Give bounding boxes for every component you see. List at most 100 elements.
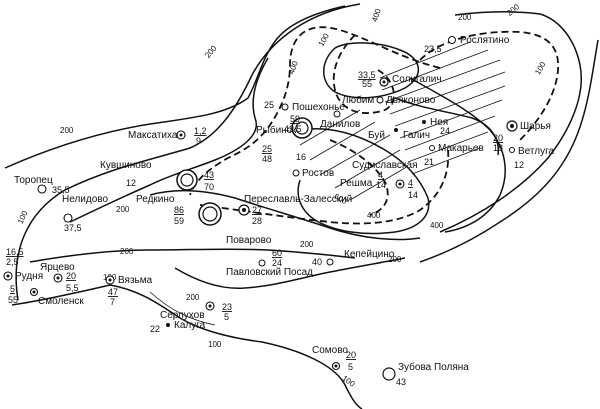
- svg-text:12: 12: [126, 178, 136, 188]
- contour-label: 100: [340, 374, 357, 389]
- isoline-200-east-dashed: [419, 30, 559, 141]
- place-lyubim[interactable]: Любим: [342, 94, 374, 106]
- svg-text:Кепейцино: Кепейцино: [344, 249, 395, 260]
- contour-label: 100: [16, 209, 30, 225]
- svg-text:86: 86: [174, 205, 184, 215]
- contour-label: 200: [203, 43, 219, 59]
- svg-text:Солигалич: Солигалич: [392, 74, 442, 85]
- svg-text:70: 70: [204, 182, 214, 192]
- hatched-band: [299, 41, 506, 201]
- svg-text:9: 9: [196, 136, 201, 146]
- svg-text:Галич: Галич: [403, 130, 430, 141]
- isoline-200-south: [29, 248, 356, 263]
- place-poshekhonye[interactable]: Пошехонье 25: [264, 100, 345, 113]
- svg-text:1,2: 1,2: [194, 126, 207, 136]
- svg-text:55: 55: [362, 79, 372, 89]
- contour-label: 400: [430, 221, 444, 230]
- contour-label: 100: [208, 340, 222, 349]
- svg-text:37,5: 37,5: [64, 223, 82, 233]
- svg-text:Макарьев: Макарьев: [438, 143, 484, 154]
- svg-text:12: 12: [514, 160, 524, 170]
- place-zubova-polyana[interactable]: Зубова Поляна 43: [382, 361, 469, 387]
- isoline-200-east: [439, 11, 582, 233]
- contour-label: 200: [300, 240, 314, 249]
- svg-text:18: 18: [493, 143, 503, 153]
- place-neya[interactable]: Нея 24: [422, 117, 450, 136]
- svg-text:59: 59: [290, 114, 300, 124]
- svg-text:Редкино: Редкино: [136, 194, 175, 205]
- svg-text:23: 23: [222, 302, 232, 312]
- svg-text:Решма: Решма: [340, 178, 373, 189]
- place-maksatikha[interactable]: Максатиха 1,2 9: [128, 126, 207, 146]
- svg-text:5,5: 5,5: [66, 283, 79, 293]
- svg-text:14: 14: [376, 180, 386, 190]
- svg-text:24: 24: [272, 258, 282, 268]
- svg-text:4: 4: [378, 170, 383, 180]
- svg-text:Пошехонье: Пошехонье: [292, 102, 345, 113]
- svg-text:Переславль-Залесский: Переславль-Залесский: [244, 194, 352, 205]
- isoline-200-moscow: [174, 257, 406, 289]
- place-pereslavl[interactable]: Переславль-Залесский 27 28: [238, 194, 352, 226]
- contour-label: 200: [505, 2, 521, 18]
- svg-text:24: 24: [440, 126, 450, 136]
- place-dyakonovo[interactable]: Дьяконово: [376, 95, 436, 106]
- place-kepeytsino[interactable]: Кепейцино 40: [312, 249, 395, 267]
- svg-text:Нея: Нея: [430, 117, 448, 128]
- place-toropets[interactable]: Торопец 35,5: [14, 175, 70, 195]
- contour-label: 400: [367, 211, 381, 220]
- svg-text:20: 20: [66, 271, 76, 281]
- place-galich[interactable]: Галич: [394, 128, 430, 141]
- svg-text:22: 22: [150, 324, 160, 334]
- isoline-600-loop: [323, 42, 420, 99]
- place-vyazma[interactable]: Вязьма 20 5,5: [66, 271, 153, 293]
- place-yartsevo[interactable]: Ярцево 16,5 2,5: [6, 247, 75, 283]
- place-rudnya[interactable]: Рудня: [3, 271, 43, 282]
- place-makaryev[interactable]: Макарьев: [429, 143, 484, 154]
- svg-text:16,5: 16,5: [6, 247, 24, 257]
- place-kaluga[interactable]: Калуга 47 7 22: [108, 287, 206, 334]
- place-nelidovo[interactable]: Нелидово 37,5: [62, 194, 108, 233]
- svg-text:Рыбинск: Рыбинск: [256, 124, 297, 136]
- svg-text:Максатиха: Максатиха: [128, 130, 178, 141]
- svg-text:43: 43: [396, 377, 406, 387]
- place-reshma[interactable]: Решма 4 14 4 14: [340, 170, 418, 200]
- place-smolensk[interactable]: Смоленск 5 55: [8, 284, 84, 307]
- svg-text:40: 40: [312, 257, 322, 267]
- svg-text:2,5: 2,5: [6, 257, 19, 267]
- svg-text:59: 59: [174, 216, 184, 226]
- place-kuvshinovo[interactable]: Кувшиново 12: [100, 160, 152, 188]
- place-sharya[interactable]: Шарья 20 18: [493, 120, 551, 153]
- place-redkino[interactable]: Редкино 43 70: [136, 169, 214, 205]
- svg-text:7: 7: [110, 297, 115, 307]
- isoline-400-dashed: [189, 26, 441, 196]
- place-pavlovsky-posad[interactable]: Павловский Посад 60 24: [226, 248, 313, 278]
- place-rybinsk[interactable]: Рыбинск 59 42,5: [256, 114, 313, 139]
- svg-text:Буй: Буй: [368, 130, 385, 141]
- svg-text:35,5: 35,5: [52, 185, 70, 195]
- isoline-buy: [409, 77, 506, 233]
- place-povarovo[interactable]: Поварово 86 59: [174, 202, 272, 246]
- svg-text:20: 20: [346, 350, 356, 360]
- svg-text:28: 28: [252, 216, 262, 226]
- place-soligalich[interactable]: Солигалич 33,5 55: [358, 70, 442, 89]
- svg-text:43: 43: [204, 170, 214, 180]
- place-vetluga[interactable]: Ветлуга 12: [509, 146, 555, 170]
- svg-text:Судиславская: Судиславская: [352, 160, 417, 171]
- contour-label: 200: [388, 255, 402, 264]
- svg-text:Вязьма: Вязьма: [118, 275, 153, 286]
- isoline-600-reshma: [329, 139, 389, 216]
- svg-text:Смоленск: Смоленск: [38, 296, 84, 307]
- place-somovo[interactable]: Сомово 20 5: [312, 345, 356, 372]
- svg-text:Торопец: Торопец: [14, 175, 53, 186]
- place-danilov[interactable]: Данилов: [320, 110, 360, 130]
- place-buy[interactable]: Буй: [368, 130, 385, 141]
- isoline-200-povarovo: [149, 189, 421, 241]
- place-serpukhov[interactable]: Серпухов 23 5: [160, 301, 232, 322]
- svg-text:23,5: 23,5: [424, 44, 442, 54]
- svg-text:Ветлуга: Ветлуга: [518, 146, 555, 157]
- place-sudislavskaya[interactable]: Судиславская 21: [352, 157, 434, 171]
- place-roslyatino[interactable]: Рослятино 23,5: [424, 35, 510, 54]
- svg-text:Рудня: Рудня: [15, 271, 43, 282]
- place-rostov[interactable]: Ростов 25 48 16: [262, 144, 334, 179]
- isoline-200-central: [69, 57, 269, 223]
